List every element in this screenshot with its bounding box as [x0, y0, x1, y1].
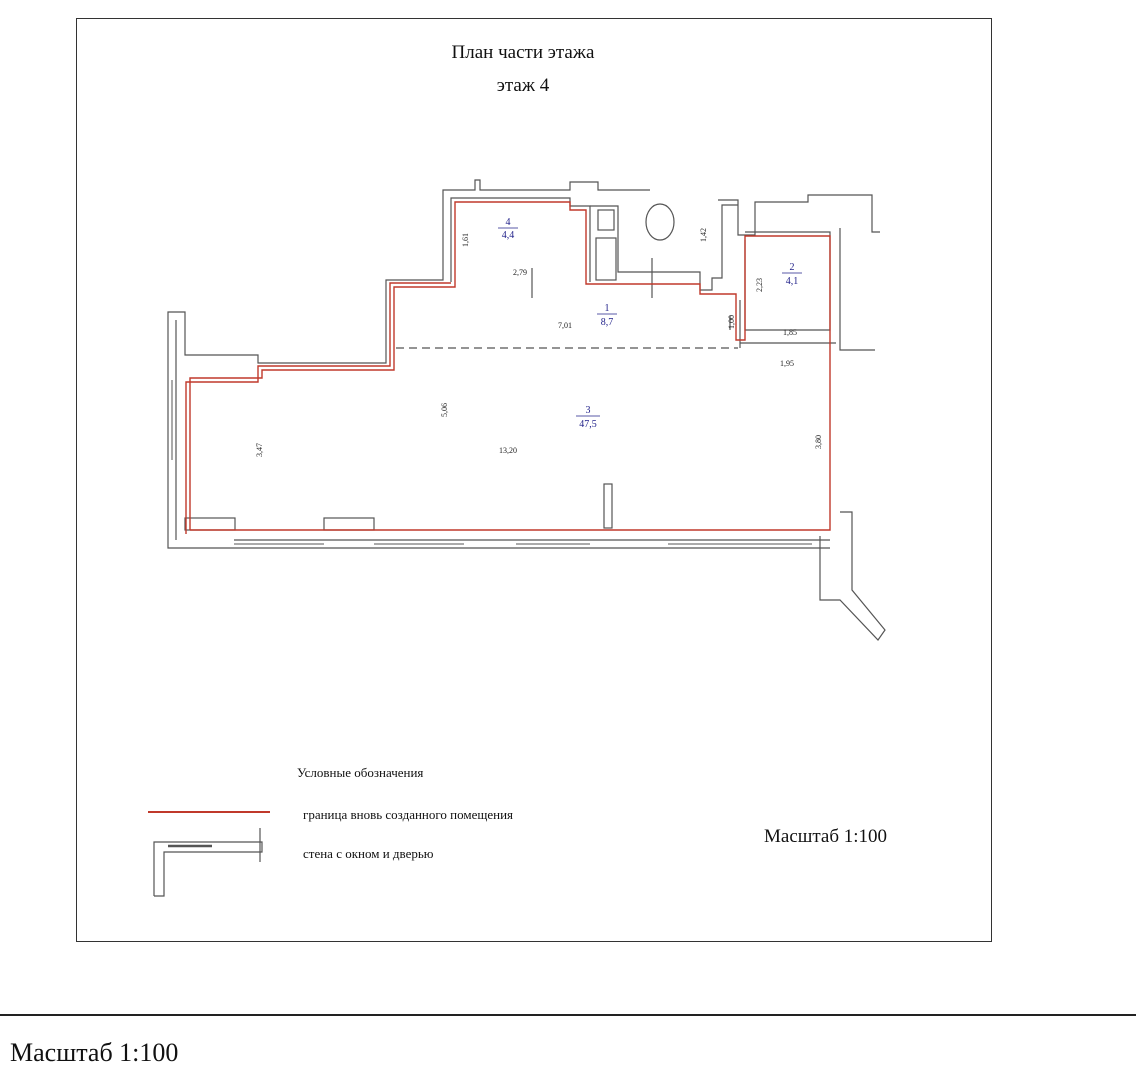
- floor-plan-sheet: План части этажа этаж 4: [76, 18, 992, 942]
- dim-3-47: 3,47: [255, 443, 264, 457]
- dim-1-42: 1,42: [699, 228, 708, 242]
- room-2-area: 4,1: [786, 276, 799, 287]
- dim-5-06: 5,06: [440, 403, 449, 417]
- legend-boundary-label: граница вновь созданного помещения: [303, 807, 514, 822]
- floor-label: этаж 4: [496, 75, 550, 96]
- balcony-wall: [819, 511, 886, 641]
- legend-wall-label: стена с окном и дверью: [303, 846, 434, 861]
- outer-wall: [167, 179, 650, 549]
- room-1-number: 1: [605, 303, 610, 314]
- bathtub: [595, 237, 617, 281]
- dim-1-61: 1,61: [461, 233, 470, 247]
- caption-bar: Масштаб 1:100: [0, 1014, 1136, 1080]
- column-mid: [323, 517, 375, 531]
- dim-1-85: 1,85: [783, 328, 797, 337]
- sink: [597, 209, 615, 231]
- windows: [171, 380, 812, 545]
- room-labels: 4 4,4 1 8,7 2 4,1 3 47,5: [498, 217, 802, 430]
- room-3-area: 47,5: [579, 419, 597, 430]
- toilet: [645, 203, 675, 241]
- room-3-number: 3: [586, 405, 591, 416]
- boundary-main-inner: [185, 282, 451, 534]
- column-left: [184, 517, 236, 531]
- dim-13-20: 13,20: [499, 446, 517, 455]
- dim-2-79: 2,79: [513, 268, 527, 277]
- dimension-labels: 1,61 2,79 1,42 2,23 7,01 1,00 1,85 1,95 …: [255, 228, 823, 457]
- new-premises-boundary: [185, 201, 831, 534]
- boundary-main: [189, 201, 831, 531]
- room-2-number: 2: [790, 262, 795, 273]
- bath-wall: [590, 204, 738, 291]
- dim-2-23: 2,23: [755, 278, 764, 292]
- dim-1-95: 1,95: [780, 359, 794, 368]
- legend-title: Условные обозначения: [297, 765, 424, 780]
- dim-7-01: 7,01: [558, 321, 572, 330]
- drawing-frame: [76, 18, 992, 942]
- scale-label-inner: Масштаб 1:100: [764, 826, 888, 847]
- walls: [167, 179, 886, 641]
- room-4-area: 4,4: [502, 230, 515, 241]
- floor-plan-drawing: 4 4,4 1 8,7 2 4,1 3 47,5 1,61 2,79 1,42 …: [148, 179, 886, 897]
- right-outer-wall: [839, 228, 875, 351]
- legend-wall-symbol: [153, 828, 263, 897]
- dim-1-00: 1,00: [727, 315, 736, 329]
- room-1-area: 8,7: [601, 317, 614, 328]
- plan-title: План части этажа: [451, 42, 595, 63]
- partition-stub: [603, 483, 613, 529]
- room-4-number: 4: [506, 217, 511, 228]
- scale-caption: Масштаб 1:100: [10, 1038, 179, 1067]
- dim-3-80: 3,80: [814, 435, 823, 449]
- outer-wall-right: [718, 194, 880, 236]
